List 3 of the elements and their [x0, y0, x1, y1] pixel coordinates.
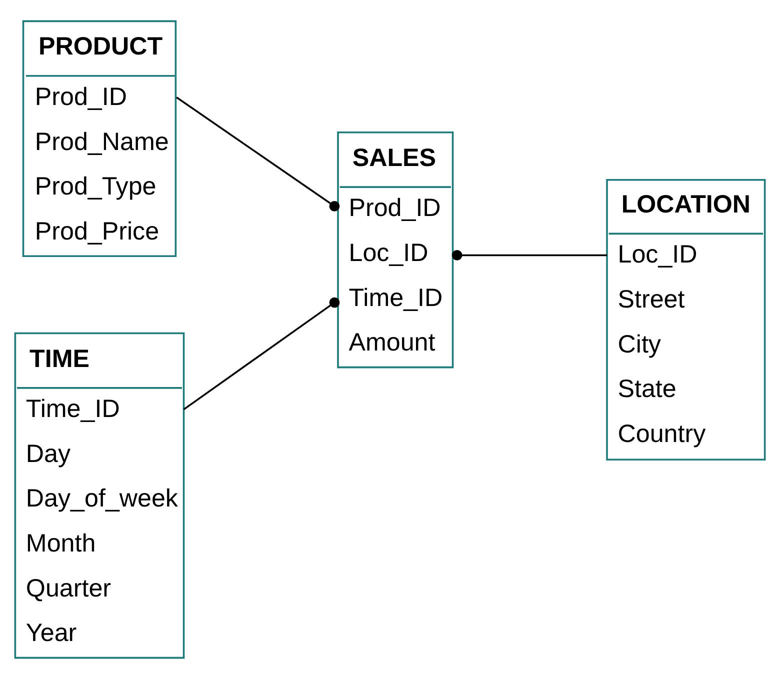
- connector: [183, 297, 340, 410]
- connector: [452, 250, 607, 260]
- connector: [176, 96, 340, 212]
